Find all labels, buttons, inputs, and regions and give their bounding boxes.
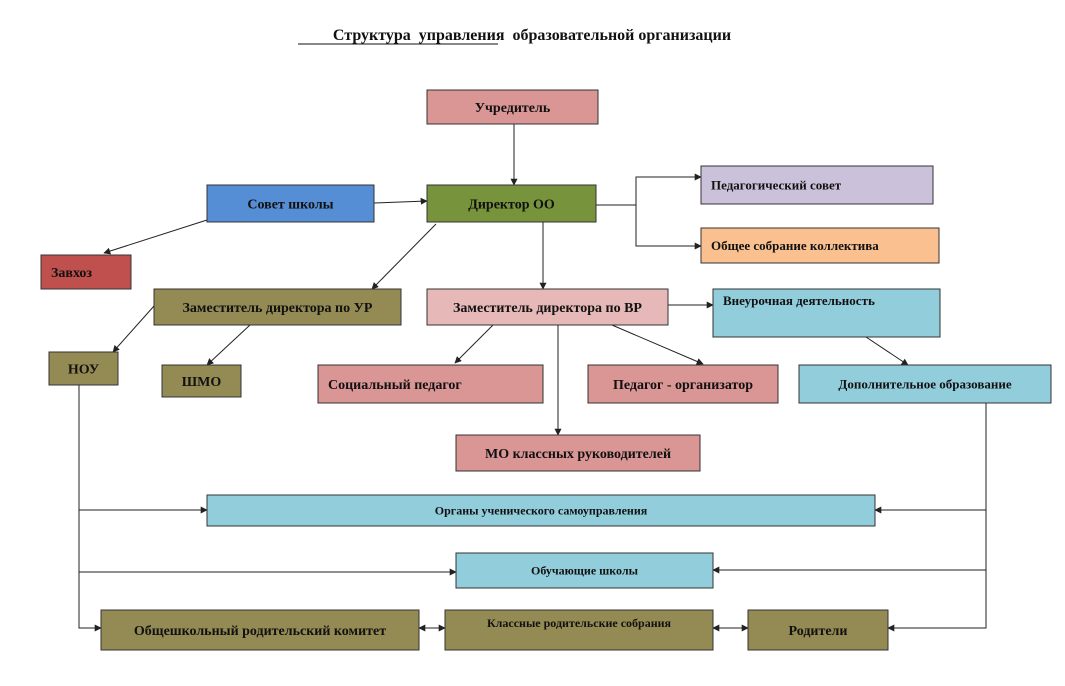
connector-nou-to-parent-committee (78, 572, 102, 632)
node-label-student-gov: Органы ученического самоуправления (435, 504, 648, 518)
node-box-additional-edu (798, 364, 1052, 404)
node-box-ped-council (700, 165, 934, 205)
node-box-deputy-ur (153, 288, 402, 326)
node-box-director (426, 184, 597, 223)
node-box-zavhoz (40, 254, 132, 290)
connectors-layer (78, 124, 987, 632)
connector-deputy-vr-to-social-ped (454, 324, 494, 364)
connector-director-to-ped-council (596, 173, 702, 206)
node-label-students: Обучающие школы (531, 564, 639, 578)
node-deputy-vr: Заместитель директора по ВР (426, 288, 669, 326)
node-label-assembly: Общее собрание коллектива (711, 238, 879, 253)
connector-director-to-deputy-ur (371, 223, 437, 290)
node-label-nou: НОУ (68, 362, 99, 377)
node-additional-edu: Дополнительное образование (798, 364, 1052, 404)
connector-deputy-vr-to-organizer (611, 324, 704, 365)
node-box-deputy-vr (426, 288, 669, 326)
node-box-assembly (700, 227, 940, 264)
node-assembly: Общее собрание коллектива (700, 227, 940, 264)
node-shmo: ШМО (161, 364, 242, 398)
node-label-deputy-ur: Заместитель директора по УР (183, 301, 373, 316)
connector-deputy-ur-to-shmo (206, 324, 251, 366)
node-council: Совет школы (206, 184, 375, 223)
node-label-additional-edu: Дополнительное образование (838, 377, 1011, 392)
node-label-parents: Родители (789, 624, 848, 639)
node-deputy-ur: Заместитель директора по УР (153, 288, 402, 326)
connector-director-to-assembly (635, 205, 702, 250)
node-organizer: Педагог - организатор (587, 364, 779, 404)
node-box-parent-committee (100, 609, 420, 651)
node-label-extracurricular: Внеурочная деятельность (723, 293, 875, 308)
connector-additional-edu-to-parents (887, 403, 987, 632)
node-label-ped-council: Педагогический совет (711, 178, 842, 193)
node-label-council: Совет школы (247, 197, 333, 212)
node-label-founder: Учредитель (475, 101, 551, 116)
node-label-class-meetings: Классные родительские собрания (487, 616, 672, 630)
node-box-council (206, 184, 375, 223)
node-box-social-ped (317, 364, 544, 404)
node-ped-council: Педагогический совет (700, 165, 934, 205)
node-founder: Учредитель (426, 89, 599, 125)
node-parents: Родители (747, 609, 889, 651)
connector-council-to-zavhoz (103, 219, 208, 255)
node-zavhoz: Завхоз (40, 254, 132, 290)
node-label-shmo: ШМО (182, 375, 222, 390)
node-box-organizer (587, 364, 779, 404)
node-class-meetings: Классные родительские собрания (444, 609, 714, 651)
connector-nou-to-students (78, 385, 457, 576)
node-label-mo-class: МО классных руководителей (485, 447, 671, 462)
node-label-deputy-vr: Заместитель директора по ВР (453, 301, 642, 316)
node-extracurricular: Внеурочная деятельность (712, 288, 941, 338)
node-box-founder (426, 89, 599, 125)
node-label-zavhoz: Завхоз (51, 266, 92, 281)
node-box-mo-class (455, 434, 701, 472)
node-social-ped: Социальный педагог (317, 364, 544, 404)
page-title: Структура управления образовательной орг… (333, 27, 731, 44)
node-label-social-ped: Социальный педагог (328, 378, 462, 393)
node-students: Обучающие школы (455, 552, 714, 589)
node-label-organizer: Педагог - организатор (613, 378, 753, 393)
node-box-nou (48, 351, 119, 386)
node-student-gov: Органы ученического самоуправления (206, 494, 876, 527)
node-nou: НОУ (48, 351, 119, 386)
node-box-shmo (161, 364, 242, 398)
connector-council-to-director (373, 197, 428, 205)
node-director: Директор ОО (426, 184, 597, 223)
connector-deputy-ur-to-nou (112, 305, 155, 353)
connector-extracurricular-to-additional-edu (865, 336, 909, 366)
node-box-class-meetings (444, 609, 714, 651)
node-box-student-gov (206, 494, 876, 527)
node-label-director: Директор ОО (468, 197, 555, 212)
node-label-parent-committee: Общешкольный родительский комитет (134, 624, 386, 639)
node-box-students (455, 552, 714, 589)
node-mo-class: МО классных руководителей (455, 434, 701, 472)
node-parent-committee: Общешкольный родительский комитет (100, 609, 420, 651)
node-box-parents (747, 609, 889, 651)
node-box-extracurricular (712, 288, 941, 338)
